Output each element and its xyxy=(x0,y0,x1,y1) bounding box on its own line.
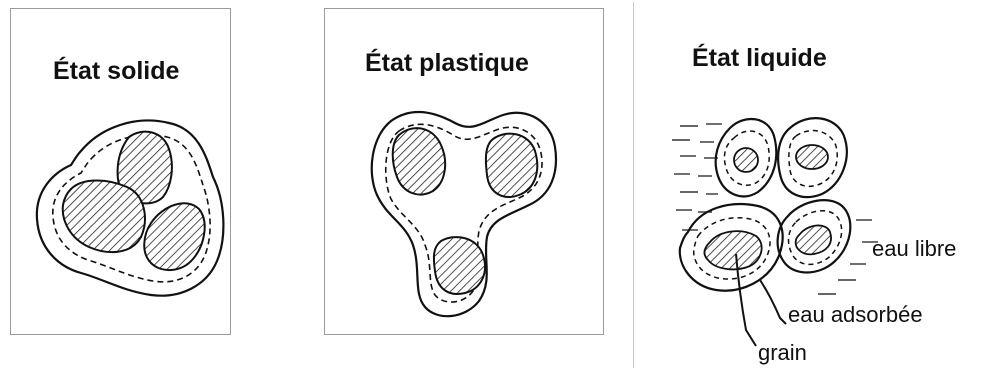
grain-upper-right xyxy=(486,134,537,197)
label-grain: grain xyxy=(758,340,807,365)
label-free-water: eau libre xyxy=(872,236,956,261)
panel-plastic-state: État plastique xyxy=(324,8,604,335)
leader-adsorbed-water xyxy=(760,280,786,324)
grain-3 xyxy=(704,231,761,269)
label-adsorbed-water: eau adsorbée xyxy=(788,302,923,327)
grain-4 xyxy=(796,225,831,254)
solid-state-illustration xyxy=(11,9,232,336)
panel-solid-state: État solide xyxy=(10,8,231,335)
grain-bottom xyxy=(434,237,485,294)
panel-liquid-state: État liquide xyxy=(650,8,1006,370)
grain-upper-left xyxy=(393,128,445,194)
liquid-state-illustration: eau libre eau adsorbée grain xyxy=(650,8,1006,370)
panel-divider xyxy=(633,2,634,368)
grain-2 xyxy=(796,145,828,169)
grain-right xyxy=(144,203,204,270)
plastic-state-illustration xyxy=(325,9,605,336)
grain-1 xyxy=(734,148,758,172)
grain-left xyxy=(63,181,145,253)
